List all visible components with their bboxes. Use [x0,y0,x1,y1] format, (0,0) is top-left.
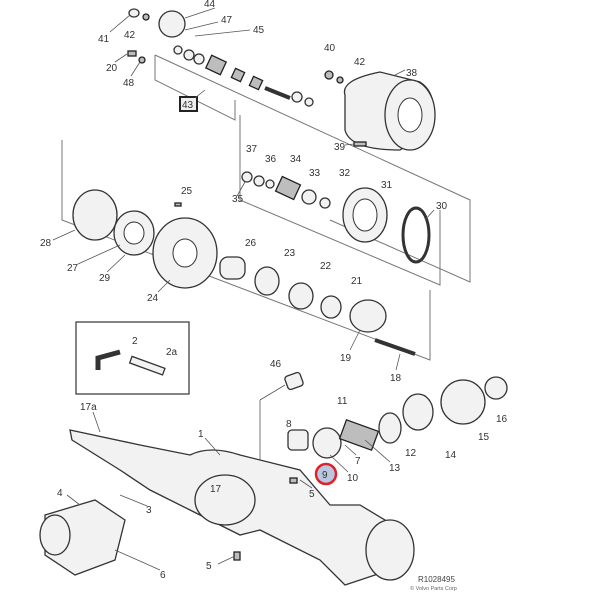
callout-label-24[interactable]: 24 [147,293,159,304]
callout-label-12[interactable]: 12 [405,448,417,459]
pin-2a-part [128,355,166,376]
callout-label-1[interactable]: 1 [198,429,204,440]
copyright-text: © Volvo Parts Corp [410,585,457,592]
callout-label-39[interactable]: 39 [334,142,346,153]
callout-label-19[interactable]: 19 [340,353,352,364]
callout-label-48[interactable]: 48 [123,78,135,89]
group-box-43 [179,96,198,112]
group-frame-outer [61,140,431,361]
callout-label-23[interactable]: 23 [284,248,296,259]
callout-label-47[interactable]: 47 [221,15,233,26]
callout-label-32[interactable]: 32 [339,168,351,179]
callout-label-15[interactable]: 15 [478,432,490,443]
cover-46-part [284,371,304,391]
callout-label-7[interactable]: 7 [355,456,361,467]
callout-label-16[interactable]: 16 [496,414,508,425]
callout-label-8[interactable]: 8 [286,419,292,430]
callout-label-35[interactable]: 35 [232,194,244,205]
callout-label-17a[interactable]: 17a [80,402,97,413]
callout-label-3[interactable]: 3 [146,505,152,516]
callout-label-45[interactable]: 45 [253,25,265,36]
callout-label-34[interactable]: 34 [290,154,302,165]
callout-label-13[interactable]: 13 [389,463,401,474]
callout-label-2a[interactable]: 2a [166,347,178,358]
callout-label-36[interactable]: 36 [265,154,277,165]
inset-frame-2 [75,321,190,395]
callout-label-28[interactable]: 28 [40,238,52,249]
callout-label-20[interactable]: 20 [106,63,118,74]
callout-label-33[interactable]: 33 [309,168,321,179]
differential-parts [287,376,508,459]
callout-label-14[interactable]: 14 [445,450,457,461]
callout-label-31[interactable]: 31 [381,180,393,191]
callout-label-42[interactable]: 42 [124,30,136,41]
callout-label-17[interactable]: 17 [210,484,222,495]
callout-label-46[interactable]: 46 [270,359,282,370]
callout-label-9[interactable]: 9 [322,470,328,481]
pinion-gear-part [158,10,186,38]
pipe-2-part [95,349,121,370]
callout-label-22[interactable]: 22 [320,261,332,272]
callout-label-21[interactable]: 21 [351,276,363,287]
callout-label-37[interactable]: 37 [246,144,258,155]
highlighted-callout-9-marker[interactable] [314,462,338,486]
callout-label-6[interactable]: 6 [160,570,166,581]
housing-38-part [343,71,436,151]
callout-label-40[interactable]: 40 [324,43,336,54]
group-frame-43 [154,54,471,283]
leader-lines [52,7,435,571]
callout-label-42[interactable]: 42 [354,57,366,68]
callout-label-44[interactable]: 44 [204,0,216,10]
callout-label-4[interactable]: 4 [57,488,63,499]
callout-label-30[interactable]: 30 [436,201,448,212]
callout-label-27[interactable]: 27 [67,263,79,274]
callout-label-5[interactable]: 5 [309,489,315,500]
pinion-shaft-parts [173,45,314,107]
callout-label-41[interactable]: 41 [98,34,110,45]
hub-parts [72,189,416,356]
callout-label-43[interactable]: 43 [182,100,194,111]
callout-label-29[interactable]: 29 [99,273,111,284]
group-frame-30 [239,115,441,286]
callout-label-5[interactable]: 5 [206,561,212,572]
drawing-number: R1028495 [418,575,455,584]
callout-label-25[interactable]: 25 [181,186,193,197]
callout-label-18[interactable]: 18 [390,373,402,384]
axle-housing-part [39,429,415,586]
bolt-part [128,8,140,18]
callout-label-26[interactable]: 26 [245,238,257,249]
callout-label-10[interactable]: 10 [347,473,359,484]
callout-label-2[interactable]: 2 [132,336,138,347]
planetary-parts [241,171,431,264]
callout-label-11[interactable]: 11 [337,396,348,407]
callout-label-38[interactable]: 38 [406,68,418,79]
